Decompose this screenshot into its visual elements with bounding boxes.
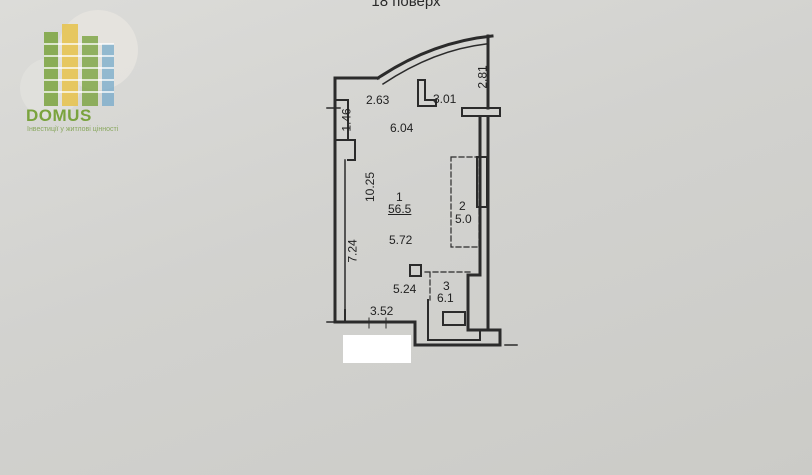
- domus-logo: [20, 10, 138, 118]
- dim-3-52: 3.52: [370, 304, 394, 318]
- dim-5-72: 5.72: [389, 233, 413, 247]
- building-icon: [44, 24, 114, 106]
- room-2-area: 5.0: [455, 212, 472, 226]
- logo-tagline: Інвестиції у житлові цінності: [27, 126, 119, 133]
- dim-1-46: 1.46: [339, 108, 354, 132]
- room-3-number: 3: [443, 279, 450, 293]
- dim-2-63: 2.63: [366, 93, 390, 107]
- dim-6-04: 6.04: [390, 121, 414, 135]
- fixture-square: [409, 264, 422, 277]
- room-1-area: 56.5: [388, 202, 412, 216]
- dim-2-81: 2.81: [475, 65, 490, 89]
- room-3-area: 6.1: [437, 291, 454, 305]
- logo-wordmark: DOMUS: [26, 106, 92, 125]
- curved-window: [375, 34, 494, 81]
- redaction-block: [343, 335, 411, 363]
- dim-5-24: 5.24: [393, 282, 417, 296]
- room-1-number: 1: [396, 190, 403, 204]
- dim-7-24: 7.24: [345, 239, 360, 263]
- kitchen-niche: [417, 79, 437, 107]
- room-2-number: 2: [459, 199, 466, 213]
- dim-10-25: 10.25: [363, 171, 378, 203]
- outer-wall: [333, 76, 502, 347]
- room-2-zone: [450, 156, 480, 248]
- dim-3-01: 3.01: [433, 92, 457, 106]
- closet: [476, 156, 488, 208]
- floor-title: 18 поверх: [371, 0, 441, 10]
